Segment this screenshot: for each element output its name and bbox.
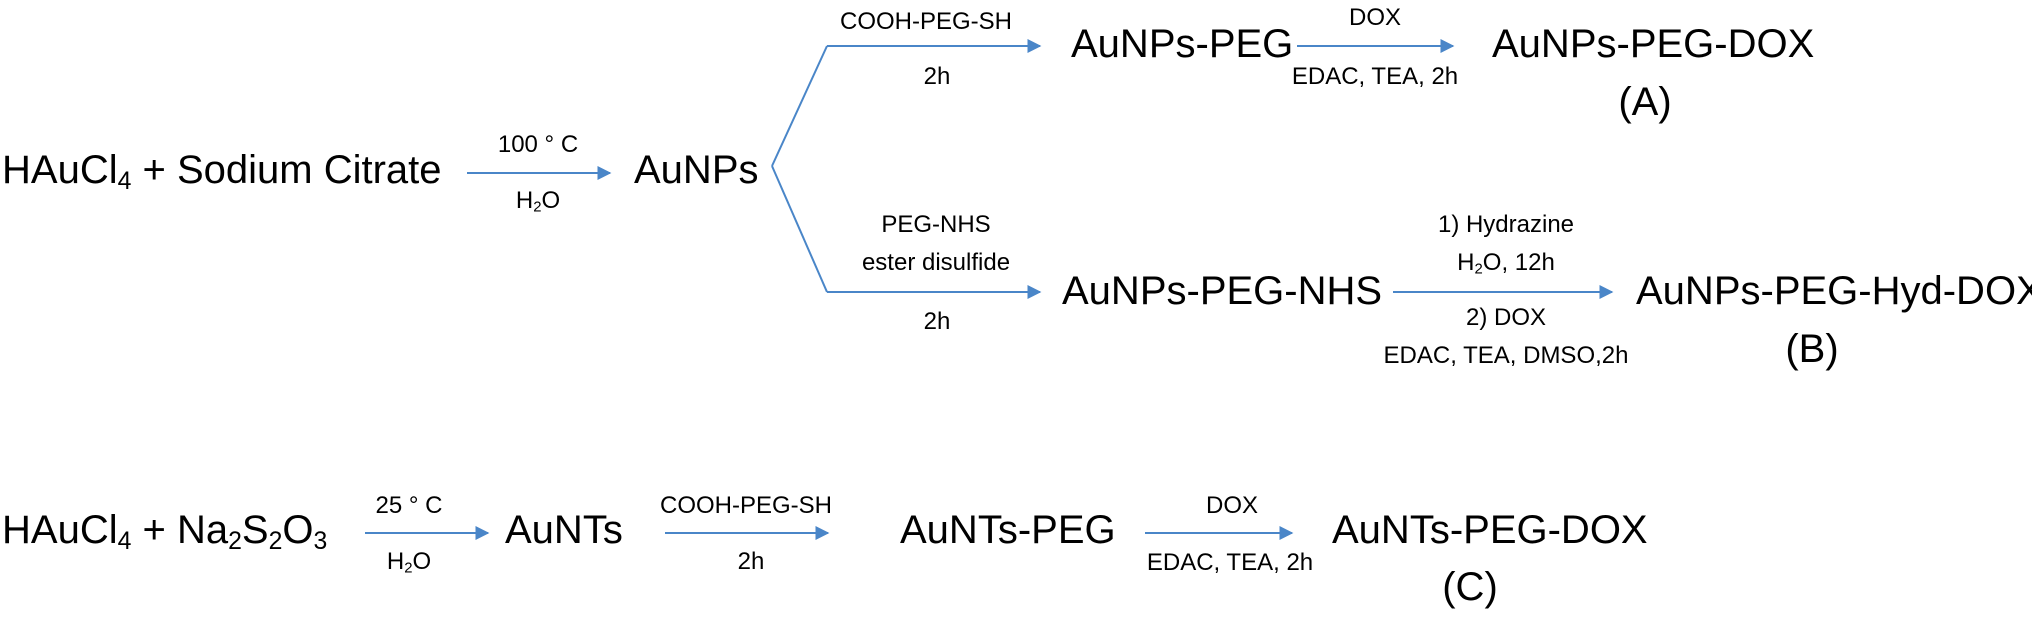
reagent-dox-c: DOX bbox=[1205, 492, 1259, 519]
reagent-peg-nhs-line1: PEG-NHS bbox=[881, 211, 991, 238]
step2-conditions: EDAC, TEA, DMSO,2h bbox=[1383, 342, 1629, 369]
label-a: (A) bbox=[1618, 80, 1672, 124]
condition-solvent: H2O bbox=[515, 187, 561, 216]
reactant-haucl4-citrate: HAuCl4 + Sodium Citrate bbox=[2, 148, 442, 196]
time-2h-c: 2h bbox=[737, 548, 765, 575]
condition-solvent-c: H2O bbox=[386, 548, 432, 577]
intermediate-aunps-peg-nhs: AuNPs-PEG-NHS bbox=[1062, 269, 1383, 313]
reagent-cooh-peg-sh-a: COOH-PEG-SH bbox=[839, 8, 1013, 35]
product-aunps-peg-hyd-dox: AuNPs-PEG-Hyd-DOX bbox=[1636, 269, 2032, 313]
reagent-dox-a: DOX bbox=[1348, 4, 1402, 31]
intermediate-aunps-peg: AuNPs-PEG bbox=[1071, 22, 1294, 66]
step2-dox: 2) DOX bbox=[1465, 304, 1547, 331]
conditions-edac-tea-c: EDAC, TEA, 2h bbox=[1146, 549, 1314, 576]
reagent-cooh-peg-sh-c: COOH-PEG-SH bbox=[659, 492, 833, 519]
label-c: (C) bbox=[1442, 565, 1498, 609]
reactant-haucl4-thiosulfate: HAuCl4 + Na2S2O3 bbox=[2, 508, 328, 556]
step1-conditions: H2O, 12h bbox=[1457, 249, 1555, 278]
conditions-edac-tea-a: EDAC, TEA, 2h bbox=[1291, 63, 1459, 90]
product-aunps: AuNPs bbox=[634, 148, 759, 192]
product-aunts: AuNTs bbox=[505, 508, 623, 552]
branch-line-upper bbox=[771, 45, 828, 167]
label-b: (B) bbox=[1785, 327, 1839, 371]
intermediate-aunts-peg: AuNTs-PEG bbox=[900, 508, 1116, 552]
branch-line-lower bbox=[771, 165, 828, 293]
condition-temperature-c: 25 ° C bbox=[375, 492, 443, 519]
condition-temperature: 100 ° C bbox=[497, 131, 579, 158]
time-2h-b: 2h bbox=[923, 308, 951, 335]
reagent-peg-nhs-line2: ester disulfide bbox=[861, 249, 1011, 276]
product-aunts-peg-dox: AuNTs-PEG-DOX bbox=[1332, 508, 1648, 552]
product-aunps-peg-dox: AuNPs-PEG-DOX bbox=[1492, 22, 1815, 66]
step1-hydrazine: 1) Hydrazine bbox=[1437, 211, 1575, 238]
time-2h-a: 2h bbox=[923, 63, 951, 90]
